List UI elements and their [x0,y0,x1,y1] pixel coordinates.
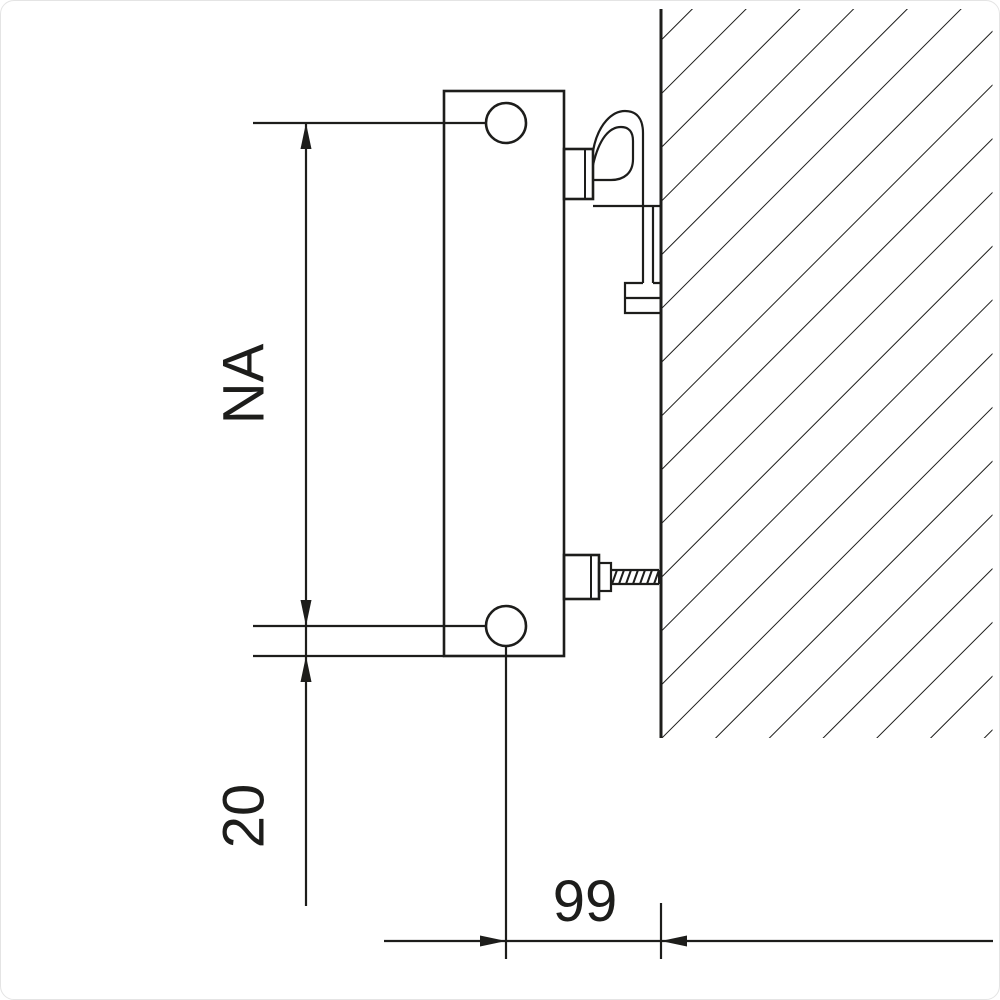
dimension-label-20: 20 [212,784,277,849]
radiator-body [442,89,566,658]
wall-section [659,9,993,738]
dim99-arrow-left-icon [661,935,687,947]
upper-mounting-bracket [562,109,661,315]
top-hub-circle [484,101,528,145]
dimension-na: NA [212,121,487,906]
bottom-hub-circle [484,604,528,648]
wall-hatching [662,9,993,738]
lower-connection-nub [562,553,601,601]
na-arrow-down-icon [300,600,312,626]
radiator-outline [442,89,566,658]
dimension-label-na: NA [212,343,277,424]
na-arrow-up-icon [300,123,312,149]
lower-mounting-fixture [562,553,660,601]
dimension-label-99: 99 [553,869,618,934]
clip-inner-contour [591,125,635,182]
thread-hatch-ticks [611,569,660,585]
bracket-foot [623,281,661,315]
rod-collar [597,561,613,593]
clip-outer-contour [591,109,645,206]
upper-connection-nub [562,147,595,201]
dim99-arrow-right-icon [480,935,506,947]
dimension-20: 20 [212,654,444,849]
dimension-99: 99 [384,646,993,959]
dim20-arrow-up-icon [300,656,312,682]
